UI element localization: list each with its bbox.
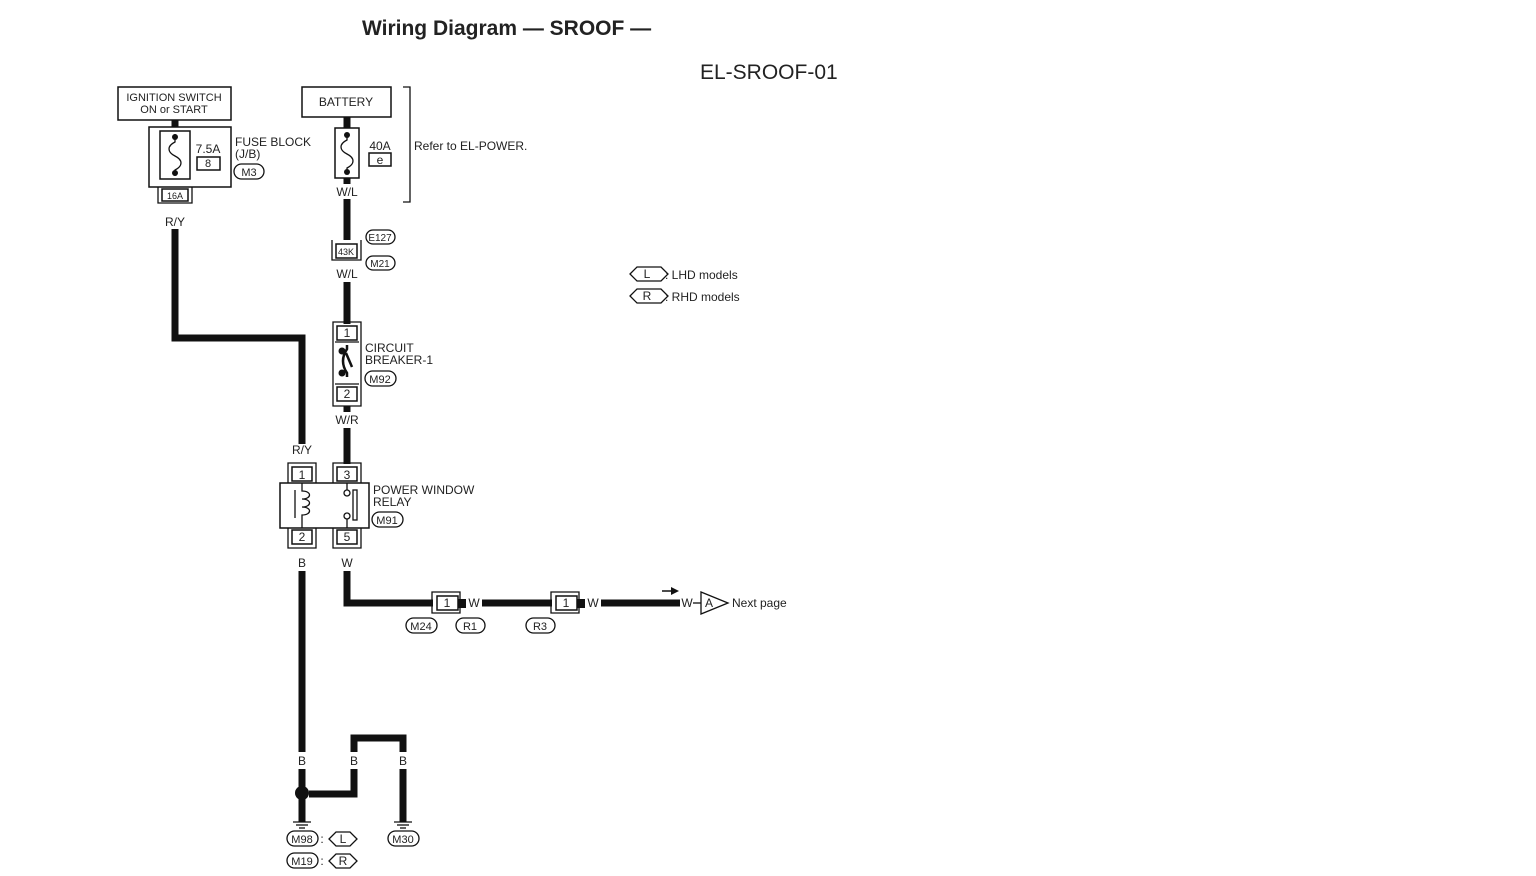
legend-rhd-text: : RHD models [665, 290, 740, 304]
splice-point [295, 786, 309, 800]
legend-rhd-icon [629, 288, 669, 304]
wire-color-b-ground-3: B [399, 754, 407, 768]
relay-pin-1: 1 [299, 468, 306, 482]
fuse-terminal: 16A [167, 191, 183, 201]
power-window-relay: 1 3 2 5 [279, 462, 370, 549]
ground-connector-m98: M98 [291, 834, 312, 846]
breaker-connector: M92 [369, 374, 390, 386]
wire-color-b-relay: B [298, 556, 306, 570]
diagram-title: Wiring Diagram — SROOF — [362, 17, 651, 40]
relay-pin-2: 2 [299, 530, 306, 544]
wire-color-w-2: W [587, 596, 599, 610]
legend-rhd-symbol: R [643, 289, 652, 303]
fuse-block-label-line2: (J/B) [235, 147, 260, 161]
direction-arrow-icon [671, 587, 679, 595]
relay-coil-icon [301, 483, 311, 528]
relay-pin-3: 3 [344, 468, 351, 482]
wire-color-w-3: W [681, 596, 693, 610]
relay-pin-5: 5 [344, 530, 351, 544]
wire-color-b-ground-1: B [298, 754, 306, 768]
ground-connector-m19: M19 [291, 856, 312, 868]
connector-43k: 43K [331, 240, 362, 261]
ground-sep-2: : [320, 854, 323, 868]
inline-connector-1: 1 [431, 591, 466, 614]
breaker-pin-out: 2 [344, 387, 351, 401]
wire-color-w-1: W [468, 596, 480, 610]
fuse-number: 8 [205, 158, 211, 170]
ignition-label-line2: ON or START [140, 104, 208, 116]
wire-ry [171, 229, 306, 444]
ground-symbol-joint-icon [293, 821, 311, 829]
battery-fuse-letter: e [377, 153, 384, 167]
wire-color-wr: W/R [335, 413, 359, 427]
inline-connector-1-pin: 1 [444, 596, 451, 610]
ground-variant-r: R [339, 854, 348, 868]
next-page-symbol: A [705, 596, 713, 610]
fuse-block-connector: M3 [241, 167, 256, 179]
wire-color-w-relay: W [341, 556, 353, 570]
fuse-block: 7.5A 8 16A [148, 126, 232, 204]
wire-color-ry-top: R/Y [165, 215, 185, 229]
wire-color-ry-relay: R/Y [292, 443, 312, 457]
legend-lhd-symbol: L [644, 267, 651, 281]
next-page-icon [700, 591, 730, 615]
ground-symbol-m30-icon [394, 821, 412, 829]
wire-color-b-ground-2: B [350, 754, 358, 768]
fuse-block-label-line1: FUSE BLOCK [235, 135, 311, 149]
battery-fuse [334, 127, 360, 179]
inline-connector-2-pin: 1 [563, 596, 570, 610]
wire-color-wl-2: W/L [336, 267, 358, 281]
wire-w [343, 571, 433, 607]
relay-switch-icon [352, 489, 358, 521]
relay-connector: M91 [376, 515, 397, 527]
inline-connector-2: 1 [550, 591, 585, 614]
bracket [403, 86, 411, 203]
ground-variant-l: L [340, 832, 347, 846]
relay-label-line2: RELAY [373, 495, 411, 509]
battery: BATTERY [301, 86, 392, 118]
fuse-icon [340, 134, 354, 174]
breaker-pin-in: 1 [344, 326, 351, 340]
legend: L : LHD models R : RHD models [629, 266, 740, 304]
fuse-rating: 7.5A [196, 142, 221, 156]
connector-r3: R3 [533, 621, 547, 633]
fuse-icon [168, 134, 182, 176]
wire-color-wl-1: W/L [336, 185, 358, 199]
legend-lhd-icon [629, 266, 669, 282]
relay-label-line1: POWER WINDOW [373, 483, 475, 497]
connector-r1: R1 [463, 621, 477, 633]
connector-43k-terminal: 43K [338, 247, 354, 257]
circuit-breaker: 1 2 [332, 321, 362, 407]
ignition-label-line1: IGNITION SWITCH [126, 92, 221, 104]
battery-label: BATTERY [319, 95, 373, 109]
ground-connector-m30: M30 [392, 834, 413, 846]
connector-m21: M21 [370, 259, 390, 270]
connector-m24: M24 [410, 621, 431, 633]
legend-lhd-text: : LHD models [665, 268, 738, 282]
refer-text: Refer to EL-POWER. [414, 139, 527, 153]
ground-sep-1: : [320, 832, 323, 846]
breaker-label-line2: BREAKER-1 [365, 353, 433, 367]
connector-e127: E127 [368, 233, 392, 244]
ignition-switch: IGNITION SWITCH ON or START [117, 86, 232, 121]
breaker-label-line1: CIRCUIT [365, 341, 414, 355]
next-page-label: Next page [732, 596, 787, 610]
diagram-code: EL-SROOF-01 [700, 61, 838, 84]
battery-fuse-rating: 40A [369, 139, 390, 153]
